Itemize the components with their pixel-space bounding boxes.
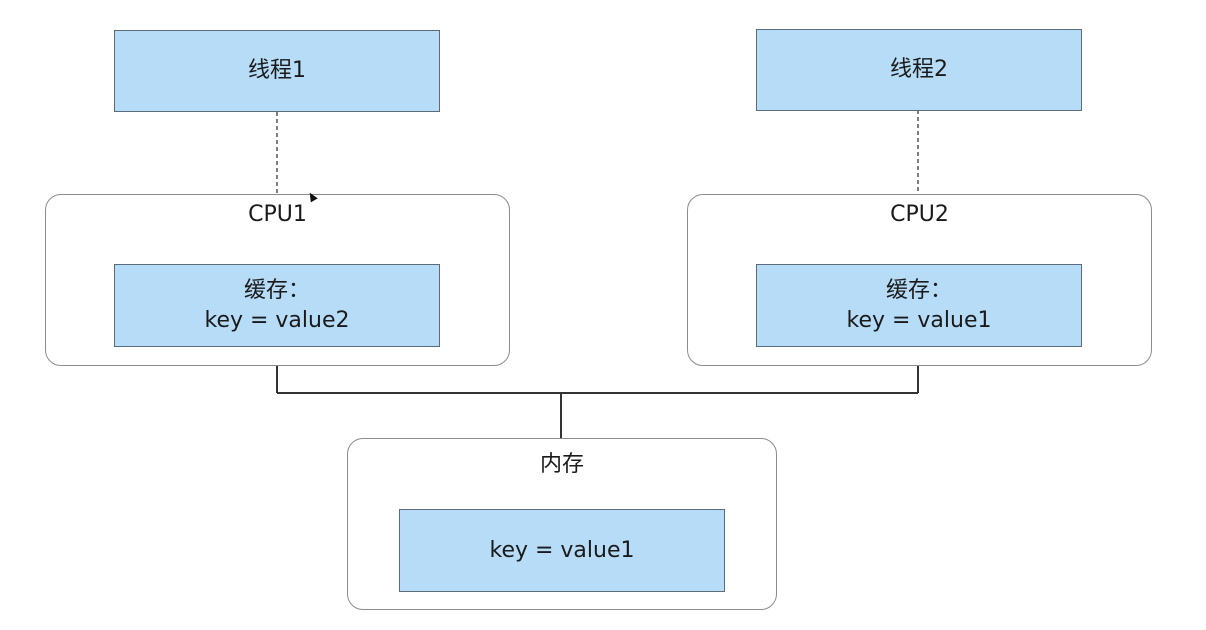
cpu1-cache-value: key = value2 <box>204 307 350 333</box>
memory-title: 内存 <box>539 452 584 477</box>
thread2-label: 线程2 <box>890 57 948 82</box>
cpu2-cache-label: 缓存： <box>885 277 952 303</box>
cpu1-cache-box: 缓存： key = value2 <box>114 264 440 347</box>
thread2-box: 线程2 <box>756 29 1082 111</box>
cpu2-cache-box: 缓存： key = value1 <box>756 264 1082 347</box>
cpu1-cache-label: 缓存： <box>243 277 310 303</box>
thread1-box: 线程1 <box>114 30 440 112</box>
cpu2-cache-value: key = value1 <box>846 307 992 333</box>
cpu2-title: CPU2 <box>890 202 949 227</box>
thread1-label: 线程1 <box>248 58 306 83</box>
memory-value: key = value1 <box>489 537 635 563</box>
cpu1-title: CPU1 <box>248 202 307 227</box>
memory-value-box: key = value1 <box>399 509 725 592</box>
